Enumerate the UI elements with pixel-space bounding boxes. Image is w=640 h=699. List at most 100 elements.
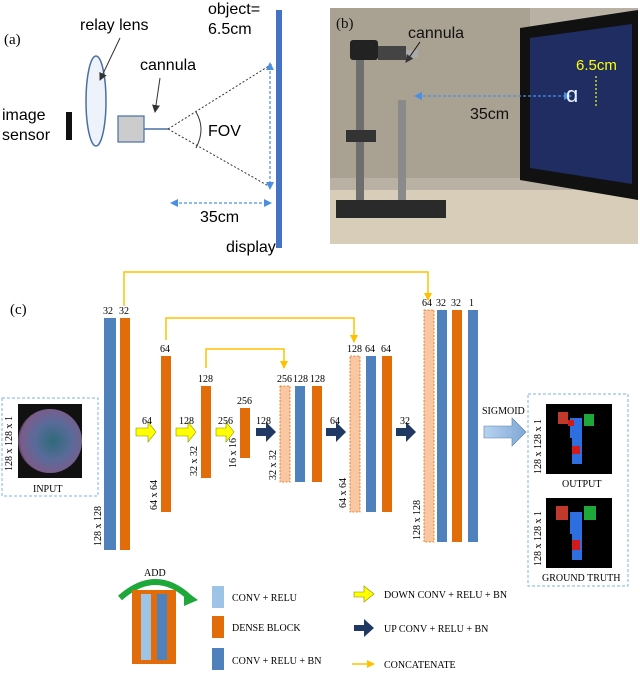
panel-b-label: (b) bbox=[336, 16, 354, 32]
output-label: OUTPUT bbox=[562, 479, 601, 490]
ch-4: 256 bbox=[237, 396, 252, 407]
post-2 bbox=[398, 100, 406, 200]
ch-1b: 32 bbox=[119, 306, 129, 317]
legend-dense-inner-1 bbox=[141, 594, 151, 660]
skip-connection-1 bbox=[123, 271, 432, 306]
legend-concatenate: CONCATENATE bbox=[384, 660, 456, 671]
legend-conv-relu: CONV + RELU bbox=[232, 593, 298, 604]
panel-a-label: (a) bbox=[4, 32, 21, 48]
monitor-screen bbox=[530, 24, 632, 184]
legend-add-arc bbox=[118, 579, 193, 601]
legend-down-conv: DOWN CONV + RELU + BN bbox=[384, 590, 507, 601]
skip-connection-2 bbox=[165, 317, 358, 343]
panel-a: (a) image sensor relay lens cannula FOV … bbox=[2, 1, 282, 256]
ch-5a: 256 bbox=[277, 374, 292, 385]
photo-cannula-label: cannula bbox=[408, 25, 464, 42]
display-bar bbox=[276, 10, 282, 248]
arrow-ch-3: 256 bbox=[218, 416, 233, 427]
object-label-1: object= bbox=[208, 1, 260, 18]
legend: ADD CONV + RELU DENSE BLOCK CONV + RELU … bbox=[118, 568, 507, 671]
legend-yellow-arrow bbox=[353, 585, 375, 603]
input-label: INPUT bbox=[33, 484, 62, 495]
ch-7c: 32 bbox=[451, 298, 461, 309]
block-6b bbox=[366, 356, 376, 512]
panel-c-label: (c) bbox=[10, 302, 27, 318]
block-6a-concat bbox=[349, 355, 361, 513]
ch-6a: 128 bbox=[347, 344, 362, 355]
legend-dense-block-outer bbox=[132, 590, 176, 664]
block-7a-concat bbox=[423, 309, 435, 543]
block-5c bbox=[312, 386, 322, 482]
block-5a-concat bbox=[279, 385, 291, 483]
legend-add-label: ADD bbox=[144, 568, 166, 579]
ch-6c: 64 bbox=[381, 344, 391, 355]
cannula-label: cannula bbox=[140, 57, 196, 74]
photo-object-glyph: ɑ bbox=[566, 82, 578, 107]
fov-ray-top bbox=[167, 63, 273, 130]
object-label-2: 6.5cm bbox=[208, 21, 252, 38]
block-4 bbox=[240, 408, 250, 458]
fov-arc bbox=[195, 111, 202, 149]
input-size-label: 128 x 128 x 1 bbox=[4, 416, 15, 471]
spatial-6: 64 x 64 bbox=[338, 478, 349, 508]
cannula-block bbox=[117, 115, 145, 143]
ch-7a: 64 bbox=[422, 298, 432, 309]
legend-swatch-conv-relu-bn bbox=[212, 648, 224, 670]
relay-lens-shape bbox=[85, 55, 107, 147]
panel-b-photo: (b) cannula 35cm 6.5cm ɑ bbox=[330, 8, 638, 244]
ch-3: 128 bbox=[198, 374, 213, 385]
ch-1a: 32 bbox=[103, 306, 113, 317]
output-image bbox=[546, 404, 612, 474]
arrow-ch-1: 64 bbox=[142, 416, 152, 427]
sigmoid-label: SIGMOID bbox=[482, 406, 525, 417]
up-arrow-1 bbox=[256, 422, 276, 442]
up-arrow-3 bbox=[396, 422, 416, 442]
legend-conv-relu-bn: CONV + RELU + BN bbox=[232, 656, 321, 667]
block-7b bbox=[437, 310, 447, 542]
skip-connection-3 bbox=[205, 348, 288, 369]
gt-size-label: 128 x 128 x 1 bbox=[533, 511, 544, 566]
block-3 bbox=[201, 386, 211, 478]
ch-5c: 128 bbox=[310, 374, 325, 385]
image-sensor-label-1: image bbox=[2, 107, 46, 124]
legend-swatch-dense-block bbox=[212, 616, 224, 638]
sigmoid-arrow bbox=[483, 417, 527, 447]
up-arrow-2 bbox=[326, 422, 346, 442]
photo-distance-label: 35cm bbox=[470, 106, 509, 123]
arrow-ch-5: 64 bbox=[330, 416, 340, 427]
block-2 bbox=[161, 356, 171, 512]
output-size-label: 128 x 128 x 1 bbox=[533, 419, 544, 474]
spatial-1: 128 x 128 bbox=[93, 506, 104, 546]
clamp bbox=[346, 130, 376, 142]
distance-label: 35cm bbox=[200, 209, 239, 226]
spatial-3: 32 x 32 bbox=[189, 446, 200, 476]
block-1b bbox=[120, 318, 130, 550]
fov-label: FOV bbox=[208, 123, 241, 140]
camera-body bbox=[350, 40, 378, 60]
cannula-pointer bbox=[152, 77, 161, 113]
ch-6b: 64 bbox=[365, 344, 375, 355]
block-1a bbox=[104, 318, 116, 550]
block-6c bbox=[382, 356, 392, 512]
arrow-ch-6: 32 bbox=[400, 416, 410, 427]
spatial-5: 32 x 32 bbox=[268, 450, 279, 480]
spatial-2: 64 x 64 bbox=[149, 480, 160, 510]
legend-up-conv: UP CONV + RELU + BN bbox=[384, 624, 488, 635]
ch-5b: 128 bbox=[293, 374, 308, 385]
down-arrow-3 bbox=[215, 421, 235, 443]
input-image bbox=[18, 409, 82, 473]
relay-lens-barrel bbox=[378, 46, 406, 60]
arrow-ch-4: 128 bbox=[256, 416, 271, 427]
optical-breadboard bbox=[336, 200, 446, 218]
legend-navy-arrow bbox=[354, 619, 374, 637]
display-label: display bbox=[226, 239, 276, 256]
ch-7b: 32 bbox=[436, 298, 446, 309]
block-7d bbox=[468, 310, 478, 542]
ch-2: 64 bbox=[160, 344, 170, 355]
block-7c bbox=[452, 310, 462, 542]
ground-truth-image bbox=[546, 498, 612, 568]
spatial-7: 128 x 128 bbox=[412, 500, 423, 540]
arrow-ch-2: 128 bbox=[179, 416, 194, 427]
spatial-4: 16 x 16 bbox=[228, 438, 239, 468]
block-5b bbox=[295, 386, 305, 482]
